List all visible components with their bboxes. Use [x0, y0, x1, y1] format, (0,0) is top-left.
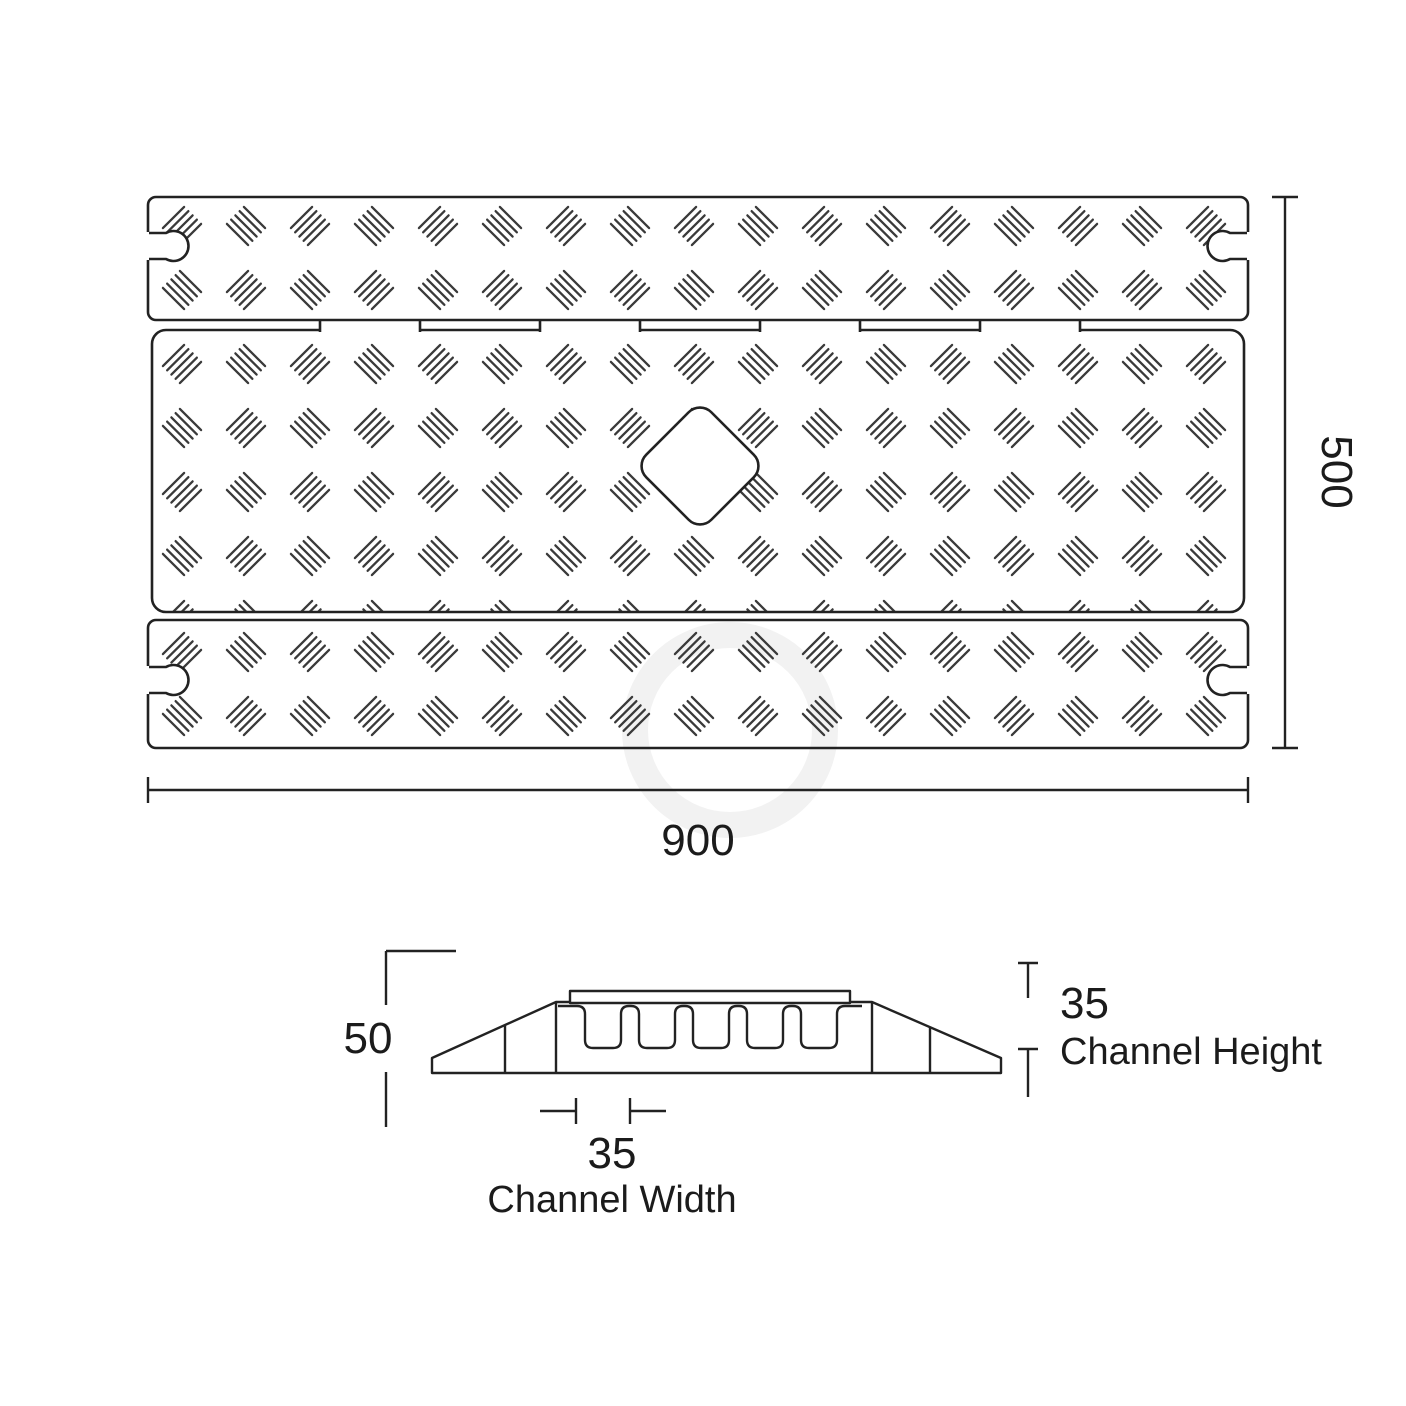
dim-channel-width-35	[540, 1098, 666, 1124]
dim-overall-height-50	[384, 949, 456, 1127]
channel-width-caption: Channel Width	[487, 1179, 736, 1221]
top-view	[143, 195, 1253, 750]
cross-section-view	[430, 989, 1003, 1075]
section-lid-plate	[568, 989, 852, 1005]
width-dim-label: 900	[661, 816, 734, 865]
cable-channels	[558, 1004, 862, 1050]
lid-tabs	[318, 319, 1082, 334]
channel-width-value: 35	[588, 1129, 637, 1178]
lid-square-cutout	[640, 406, 760, 526]
section-profile	[430, 1000, 1003, 1075]
dim-height-500	[1272, 195, 1298, 750]
channel-height-value: 35	[1060, 979, 1109, 1028]
plan-dimensions	[146, 195, 1298, 803]
plate-bottom-section	[146, 618, 1250, 750]
channel-height-caption: Channel Height	[1060, 1031, 1322, 1073]
dim-channel-height-35	[1018, 961, 1038, 1097]
dim-width-900	[146, 777, 1250, 803]
section-dimensions	[384, 949, 1038, 1127]
height-dim-label: 500	[1312, 435, 1361, 508]
plate-top-section	[146, 195, 1250, 322]
overall-height-label: 50	[344, 1014, 393, 1063]
connector-notches	[143, 229, 1253, 697]
